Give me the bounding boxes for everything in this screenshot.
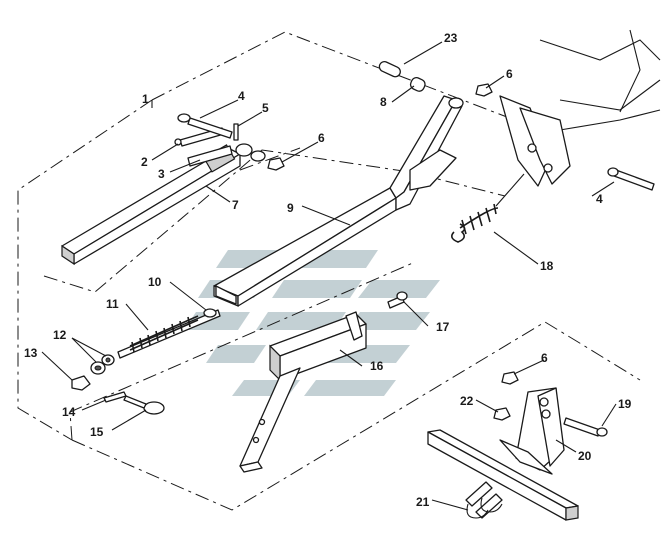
nut-lower: [501, 371, 519, 385]
callout-4-right: 4: [596, 192, 603, 206]
callout-14: 14: [62, 405, 76, 419]
main-frame: [213, 95, 464, 307]
hitch-plate: [187, 145, 233, 167]
callout-6-lower: 6: [541, 351, 548, 365]
callout-1: 1: [142, 92, 149, 106]
callout-3: 3: [158, 167, 165, 181]
cotter-pin: [103, 391, 127, 403]
bushing-8: [409, 76, 426, 92]
callout-16: 16: [370, 359, 384, 373]
assembly-outline-1: [17, 31, 641, 511]
callouts: 1 2 3 4 5 6 7 9 23 8 6 4 18 10 11 12 13 …: [24, 31, 632, 509]
callout-20: 20: [578, 449, 592, 463]
roll-pin: [233, 123, 239, 141]
callout-11: 11: [106, 297, 119, 311]
square-tube: [61, 144, 241, 266]
callout-9: 9: [287, 201, 294, 215]
u-bolt: [465, 481, 503, 519]
bracket-20: [499, 387, 565, 475]
spring-11: [129, 315, 199, 353]
callout-10: 10: [148, 275, 162, 289]
callout-2: 2: [141, 155, 148, 169]
callout-18: 18: [540, 259, 554, 273]
tractor-bracket: [499, 29, 661, 187]
washer-a: [90, 361, 106, 375]
callout-8: 8: [380, 95, 387, 109]
nut-22: [493, 407, 511, 421]
nut-upper-left: [267, 157, 285, 171]
bolt-right: [607, 167, 655, 191]
eye-bolt: [123, 395, 165, 415]
callout-4-upper: 4: [238, 89, 245, 103]
bolt-19: [563, 417, 608, 437]
callout-19: 19: [618, 397, 632, 411]
callout-6-left: 6: [318, 131, 325, 145]
adjuster-nut: [71, 375, 91, 391]
callout-7: 7: [232, 198, 239, 212]
lift-arm: [239, 311, 367, 473]
callout-17: 17: [436, 320, 450, 334]
callout-21: 21: [416, 495, 430, 509]
callout-6-top: 6: [506, 67, 513, 81]
spring-18: [450, 173, 525, 243]
watermark-logo: [184, 250, 440, 396]
leader-lines: [41, 41, 617, 511]
callout-5: 5: [262, 101, 269, 115]
callout-23: 23: [444, 31, 458, 45]
callout-22: 22: [460, 394, 474, 408]
bolt-upper: [177, 113, 233, 139]
callout-12: 12: [53, 328, 67, 342]
callout-15: 15: [90, 425, 104, 439]
callout-13: 13: [24, 346, 38, 360]
washer-b: [101, 354, 115, 366]
crossbar: [427, 429, 579, 521]
tube-bushing: [235, 143, 266, 162]
pin-23: [378, 60, 401, 78]
